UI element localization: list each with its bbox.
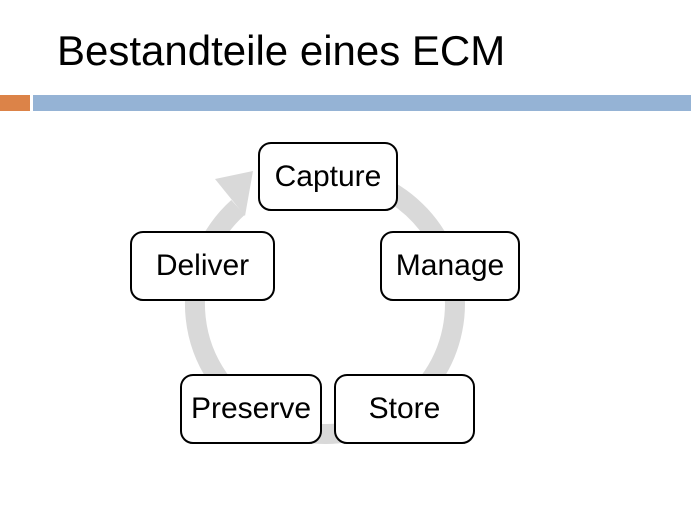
node-label-manage: Manage: [395, 249, 505, 282]
cycle-arrowhead-icon: [215, 171, 253, 216]
cycle-node-manage: Manage: [380, 231, 520, 301]
cycle-node-capture: Capture: [258, 142, 398, 211]
node-label-capture: Capture: [274, 159, 382, 193]
node-label-preserve: Preserve: [190, 392, 312, 425]
accent-bar-blue-segment: [33, 95, 691, 111]
node-label-store: Store: [368, 392, 441, 425]
cycle-node-preserve: Preserve: [180, 374, 322, 444]
cycle-node-store: Store: [334, 374, 475, 444]
accent-bar-orange-segment: [0, 95, 30, 111]
node-label-deliver: Deliver: [155, 249, 250, 282]
page-title: Bestandteile eines ECM: [57, 27, 506, 74]
cycle-node-deliver: Deliver: [130, 231, 275, 301]
